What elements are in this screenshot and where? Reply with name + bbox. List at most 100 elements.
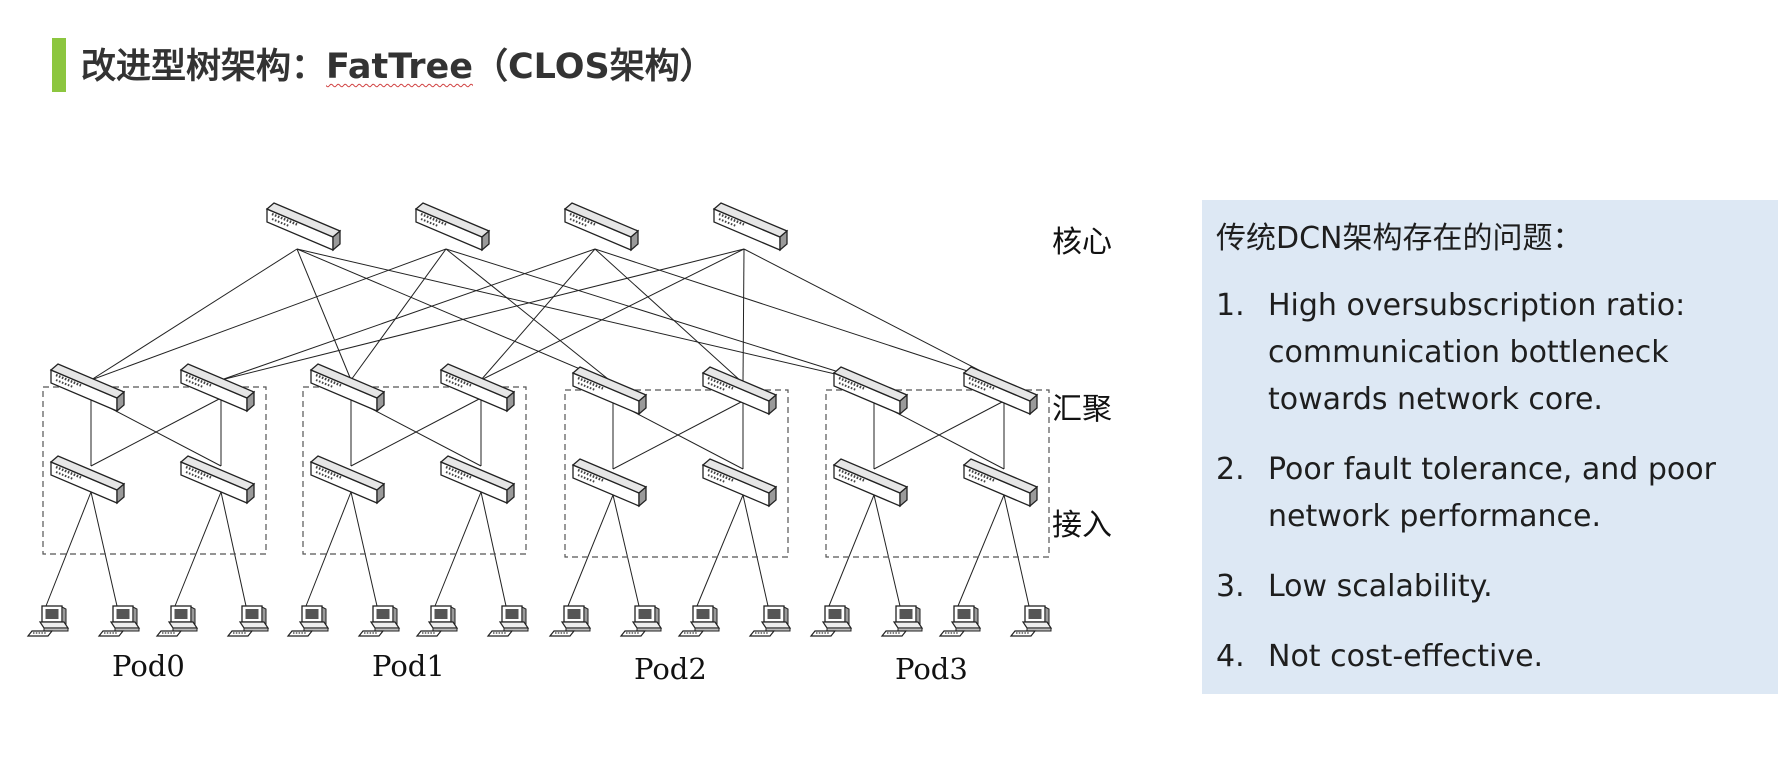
core-switch-icon [414,201,491,252]
problem-text: Not cost-effective. [1268,639,1544,674]
problem-text: High oversubscription ratio: communicati… [1268,288,1686,417]
access-switch-icon [179,454,256,505]
computer-icon [416,605,458,637]
aggregation-switch-icon [832,365,909,416]
computer-icon [939,605,981,637]
problem-item: 2. Poor fault tolerance, and poor networ… [1216,446,1760,540]
problem-item: 1. High oversubscription ratio: communic… [1216,282,1760,423]
core-link [594,248,1005,384]
slide-title: 改进型树架构：FatTree（CLOS架构） [81,40,715,94]
host-link [567,494,614,607]
pod-label: Pod2 [634,652,707,686]
computer-icon [749,605,791,637]
host-link [612,494,640,607]
access-switch-icon [439,454,516,505]
core-link [220,248,596,381]
core-link [296,248,352,381]
pod-box [42,386,267,555]
pod-label: Pod0 [112,649,185,683]
host-link [45,491,92,607]
core-link [742,248,745,384]
core-link [296,248,614,384]
host-link [696,494,744,607]
title-suffix: （CLOS架构） [473,47,715,87]
problem-number: 2. [1216,452,1245,487]
computer-icon [287,605,329,637]
aggregation-switch-icon [571,365,648,416]
pod-boxes-layer: Pod0 Pod1 Pod2 Pod3 [42,386,1050,686]
aggregation-layer-label: 汇聚 [1052,392,1112,427]
host-link [174,491,222,607]
computer-icon [487,605,529,637]
title-prefix: 改进型树架构： [81,47,327,87]
pod-label: Pod3 [895,652,968,686]
access-switch-icon [571,457,648,508]
core-switch-icon [712,201,789,252]
core-link [296,248,875,384]
aggregation-switch-icon [439,362,516,413]
computer-icon [156,605,198,637]
computer-icon [27,605,69,637]
host-link [873,494,901,607]
core-link [90,248,447,381]
host-link [90,491,118,607]
pod-box [302,386,527,555]
host-link [480,491,507,607]
problem-number: 1. [1216,288,1245,323]
problems-panel: 传统DCN架构存在的问题： 1. High oversubscription r… [1202,200,1778,694]
computer-icon [98,605,140,637]
core-link [743,248,1005,384]
aggregation-switch-icon [962,365,1039,416]
core-layer-label: 核心 [1052,225,1112,260]
core-switch-icon [265,201,342,252]
pod-box [564,389,789,558]
access-switch-icon [832,457,909,508]
fattree-diagram: Pod0 Pod1 Pod2 Pod3 核心 汇聚 接入 [27,201,1112,686]
computer-icon [620,605,662,637]
host-link [350,491,378,607]
computer-icon [549,605,591,637]
computer-icon [227,605,269,637]
core-switch-icon [563,201,640,252]
problem-item: 4. Not cost-effective. [1216,633,1760,680]
access-switch-icon [962,457,1039,508]
computer-icon [881,605,923,637]
core-link [90,248,298,381]
pod-link [873,400,1005,470]
aggregation-switch-icon [49,362,126,413]
access-switch-icon [701,457,778,508]
labels-layer: 核心 汇聚 接入 [1052,225,1112,543]
core-link [350,248,447,381]
host-link [434,491,482,607]
access-switch-icon [309,454,386,505]
pod-box [825,389,1050,558]
computer-icon [678,605,720,637]
core-link [220,248,745,381]
core-link [445,248,614,384]
problem-text: Poor fault tolerance, and poor network p… [1268,452,1716,534]
core-link [480,248,596,381]
computer-icon [810,605,852,637]
title-accent-bar [52,38,66,92]
aggregation-switch-icon [701,365,778,416]
problem-number: 4. [1216,639,1245,674]
pod-label: Pod1 [372,649,445,683]
computer-icon [358,605,400,637]
aggregation-switch-icon [179,362,256,413]
problems-heading: 传统DCN架构存在的问题： [1216,221,1583,256]
access-switch-icon [49,454,126,505]
access-layer-label: 接入 [1052,508,1112,543]
problem-number: 3. [1216,569,1245,604]
core-link [445,248,875,384]
host-link [957,494,1005,607]
pod-link [350,397,482,467]
host-link [1003,494,1030,607]
title-term: FatTree [326,47,473,87]
core-link [594,248,744,384]
host-link [220,491,247,607]
problem-text: Low scalability. [1268,569,1493,604]
pod-link [90,397,222,467]
pod-link [612,400,744,470]
host-link [828,494,875,607]
core-link [480,248,745,381]
